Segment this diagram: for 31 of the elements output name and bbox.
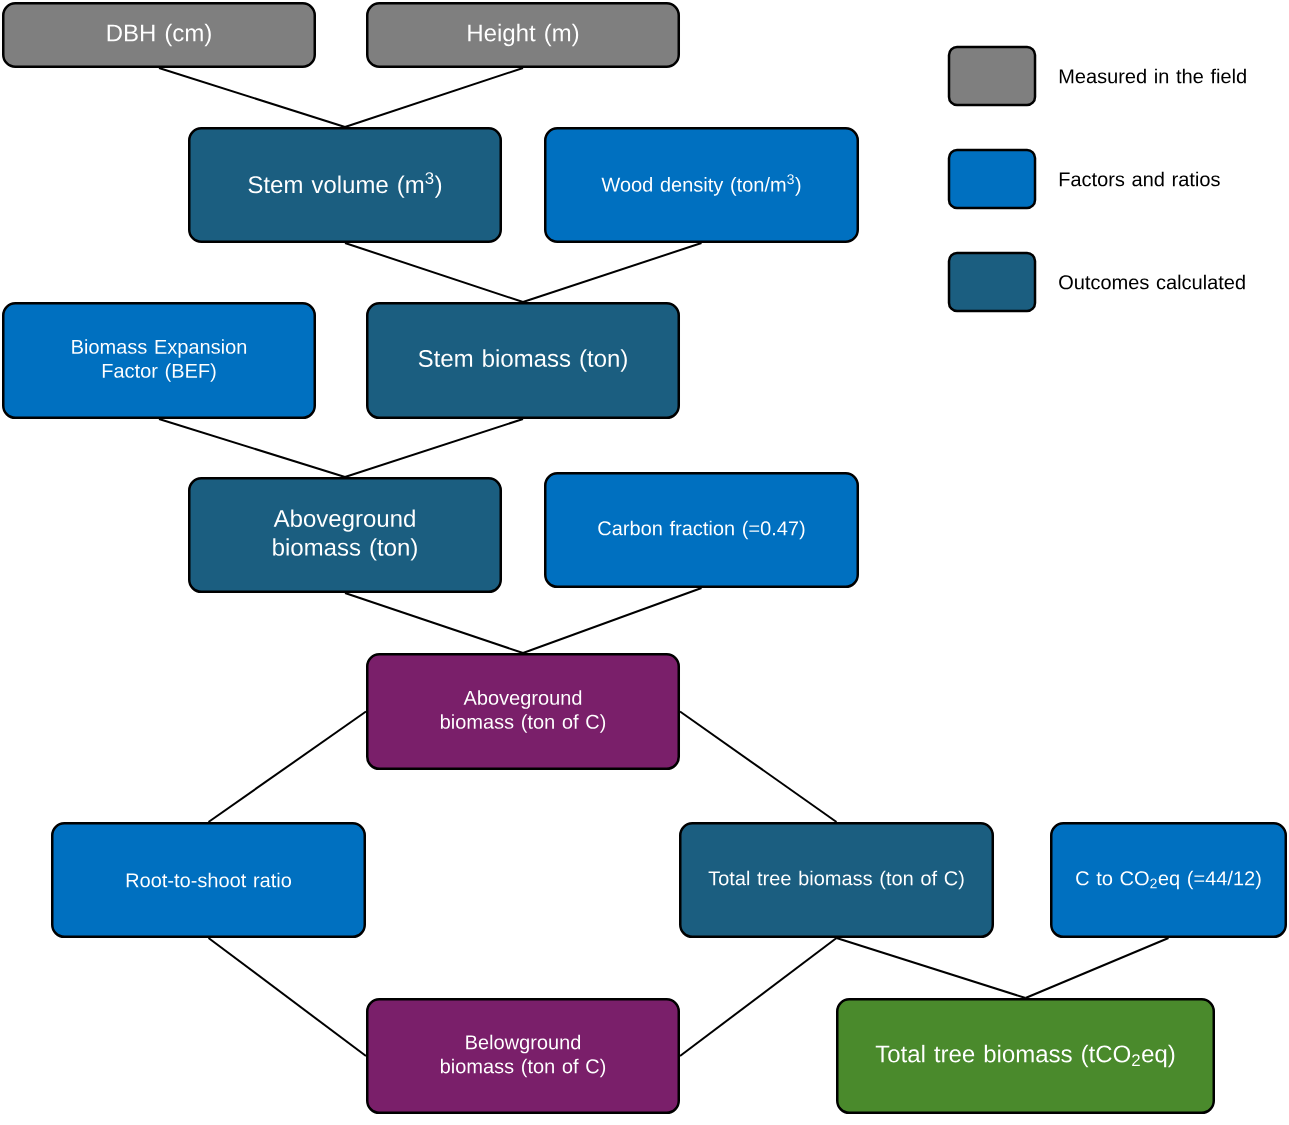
process-box: Total tree biomass (tCO$_{2}$eq) [836, 998, 1215, 1114]
process-box: Aboveground biomass (ton of C) [366, 653, 680, 770]
legend-text: Factors and ratios [1059, 171, 1220, 187]
connector-line [1024, 937, 1170, 999]
connector-line [679, 937, 838, 1057]
process-box: Biomass Expansion Factor (BEF) [2, 302, 316, 419]
connector-line [344, 418, 524, 478]
connector-line [158, 67, 346, 128]
process-box: Stem volume (m$^{3}$) [188, 127, 502, 243]
process-box: DBH (cm) [2, 2, 316, 68]
process-box: Total tree biomass (ton of C) [679, 822, 994, 938]
connector-line [522, 242, 703, 303]
process-box: Root-to-shoot ratio [51, 822, 366, 938]
process-box: C to CO$_{2}$eq (=44/12) [1050, 822, 1287, 938]
connector-line [344, 592, 524, 654]
connector-line [835, 937, 1027, 999]
process-box: Aboveground biomass (ton) [188, 477, 502, 593]
connector-line [158, 418, 346, 478]
connector-line [522, 587, 703, 654]
process-box: Height (m) [366, 2, 680, 68]
process-box: Stem biomass (ton) [366, 302, 680, 419]
connector-line [679, 710, 838, 823]
connector-line [344, 242, 524, 303]
legend-text: Measured in the field [1059, 68, 1246, 84]
process-box: Belowground biomass (ton of C) [366, 998, 680, 1114]
legend-text: Outcomes calculated [1059, 274, 1245, 290]
connector-line [207, 937, 367, 1057]
connector-line [344, 67, 524, 128]
connector-line [207, 710, 367, 823]
process-box: Wood density (ton/m$^{3}$) [544, 127, 859, 243]
process-box: Carbon fraction (=0.47) [544, 472, 859, 588]
